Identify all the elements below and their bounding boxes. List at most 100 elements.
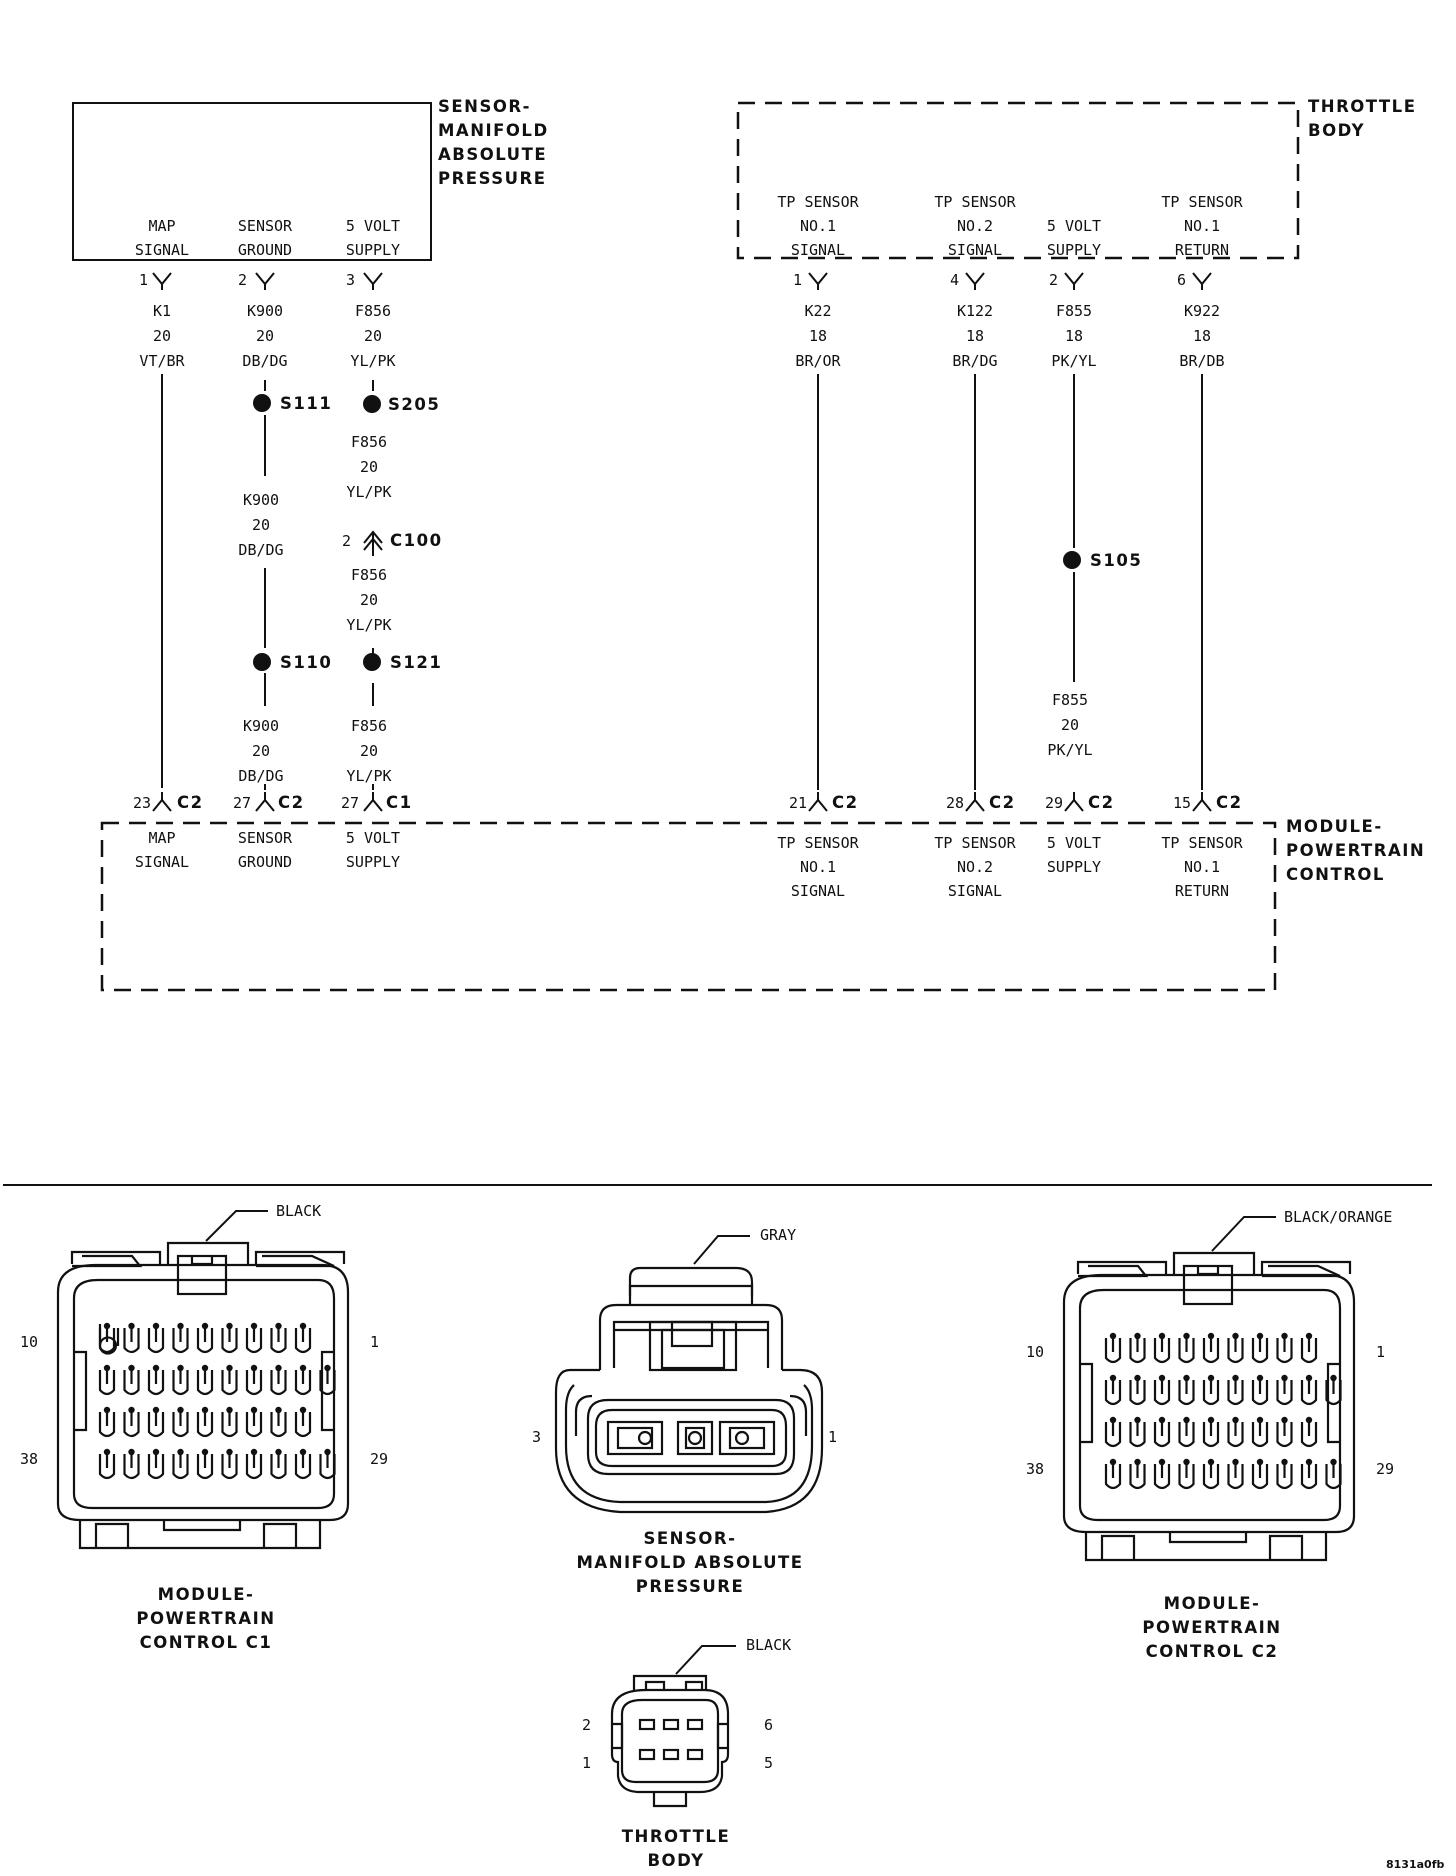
pin-contact (250, 1364, 258, 1372)
pcm-pin-29: 29 (1045, 794, 1063, 812)
pcm-pin-15-conn: C2 (1216, 793, 1243, 812)
c1-caption-1: MODULE- (158, 1585, 255, 1604)
splice-s110-dot (253, 653, 271, 671)
map-pin3-label-1: 5 VOLT (346, 217, 400, 235)
wire-k900-c-gauge: 20 (252, 742, 270, 760)
pin-contact (1281, 1416, 1288, 1424)
wire-k122-circuit: K122 (957, 302, 993, 320)
pin-contact (250, 1448, 258, 1456)
pin-contact (1207, 1374, 1215, 1382)
c1-pin-29: 29 (370, 1450, 388, 1468)
pcm-pin-23: 23 (133, 794, 151, 812)
throttle-body-title-2: BODY (1308, 121, 1365, 140)
pin-contact (275, 1448, 282, 1456)
pin-contact (226, 1448, 233, 1456)
pin-contact (1134, 1332, 1141, 1340)
wire-k22-circuit: K22 (804, 302, 831, 320)
wire-k900-color: DB/DG (242, 352, 287, 370)
map-pin-1: 1 (139, 271, 148, 289)
wire-k900-c-color: DB/DG (238, 767, 283, 785)
tb-pin4-label-3: SIGNAL (948, 241, 1002, 259)
pin-contact (201, 1448, 209, 1456)
pin-contact (226, 1364, 233, 1372)
map-pin2-label-2: GROUND (238, 241, 292, 259)
pin-contact (177, 1406, 184, 1414)
c1-pin-10: 10 (20, 1333, 38, 1351)
pcm-pin-15: 15 (1173, 794, 1191, 812)
wire-f855-gauge: 18 (1065, 327, 1083, 345)
tb-pin4-label-1: TP SENSOR (934, 193, 1016, 211)
c2-caption-2: POWERTRAIN (1142, 1618, 1281, 1637)
splice-s105-dot (1063, 551, 1081, 569)
splice-s110-label: S110 (280, 653, 332, 672)
map-color-label: GRAY (760, 1226, 796, 1244)
wire-k922-color: BR/DB (1179, 352, 1224, 370)
pcm-pin-21-conn: C2 (832, 793, 859, 812)
pin-contact (1158, 1332, 1166, 1340)
map-pin-3: 3 (346, 271, 355, 289)
pcm-tp1-signal-label-3: SIGNAL (791, 882, 845, 900)
pin-contact (1256, 1332, 1264, 1340)
splice-s111-label: S111 (280, 394, 332, 413)
pcm-pin-28-conn: C2 (989, 793, 1016, 812)
pcm-pin-27-c2-conn: C2 (278, 793, 305, 812)
pin-contact (103, 1406, 111, 1414)
inline-connector-c100-label: C100 (390, 531, 443, 550)
wire-k122-gauge: 18 (966, 327, 984, 345)
map-pin2-label-1: SENSOR (238, 217, 293, 235)
connector-view-pcm-c2 (1062, 1251, 1356, 1562)
pcm-pin-27-c1-conn: C1 (386, 793, 413, 812)
pin-contact (1109, 1374, 1117, 1382)
pin-contact (1256, 1416, 1264, 1424)
pcm-pin-23-conn: C2 (177, 793, 204, 812)
tb-pin6-label-3: RETURN (1175, 241, 1229, 259)
wire-k900-b-circuit: K900 (243, 491, 279, 509)
tb-pin-6: 6 (1177, 271, 1186, 289)
c1-pin-grid (98, 1322, 336, 1480)
wire-f855-b-color: PK/YL (1047, 741, 1092, 759)
c1-color-label: BLACK (276, 1202, 321, 1220)
pin-contact (299, 1448, 307, 1456)
wire-k22-gauge: 18 (809, 327, 827, 345)
pin-contact (1330, 1374, 1337, 1382)
splice-s121-dot (363, 653, 381, 671)
c2-pin-grid (1104, 1332, 1342, 1490)
pin-contact (1109, 1416, 1117, 1424)
pin-contact (1183, 1332, 1190, 1340)
throttle-body-title-1: THROTTLE (1308, 97, 1416, 116)
tb-pin1-label-1: TP SENSOR (777, 193, 859, 211)
pin-contact (152, 1322, 160, 1330)
pcm-title-2: POWERTRAIN (1286, 841, 1425, 860)
pin-contact (128, 1322, 135, 1330)
tb-view-pin-6: 6 (764, 1716, 773, 1734)
tb-pin-2: 2 (1049, 271, 1058, 289)
pcm-pin-28: 28 (946, 794, 964, 812)
tb-pin-4: 4 (950, 271, 959, 289)
splice-s205-label: S205 (388, 395, 440, 414)
splice-s205-dot (363, 395, 381, 413)
pin-contact (275, 1406, 282, 1414)
pin-contact (1158, 1416, 1166, 1424)
map-sensor-title-2: MANIFOLD (438, 121, 549, 140)
c1-caption-3: CONTROL C1 (140, 1633, 273, 1652)
pin-contact (103, 1322, 111, 1330)
c2-caption-3: CONTROL C2 (1146, 1642, 1279, 1661)
pin-contact (128, 1364, 135, 1372)
map-sensor-title-1: SENSOR- (438, 97, 531, 116)
wire-k900-circuit: K900 (247, 302, 283, 320)
c2-pin-1: 1 (1376, 1343, 1385, 1361)
inline-connector-c100-pin: 2 (342, 532, 351, 550)
map-caption-2: MANIFOLD ABSOLUTE (577, 1553, 804, 1572)
wire-k122-color: BR/DG (952, 352, 997, 370)
wire-f856-circuit: F856 (355, 302, 391, 320)
pcm-sensor-ground-label-1: SENSOR (238, 829, 293, 847)
wire-f855-b-circuit: F855 (1052, 691, 1088, 709)
pcm-pin-27-c2: 27 (233, 794, 251, 812)
wire-k900-c-circuit: K900 (243, 717, 279, 735)
tb-caption-2: BODY (647, 1851, 704, 1870)
pin-contact (103, 1364, 111, 1372)
c2-caption-1: MODULE- (1164, 1594, 1261, 1613)
pcm-tp2-signal-label-1: TP SENSOR (934, 834, 1016, 852)
pcm-connector-symbols (152, 792, 1212, 812)
